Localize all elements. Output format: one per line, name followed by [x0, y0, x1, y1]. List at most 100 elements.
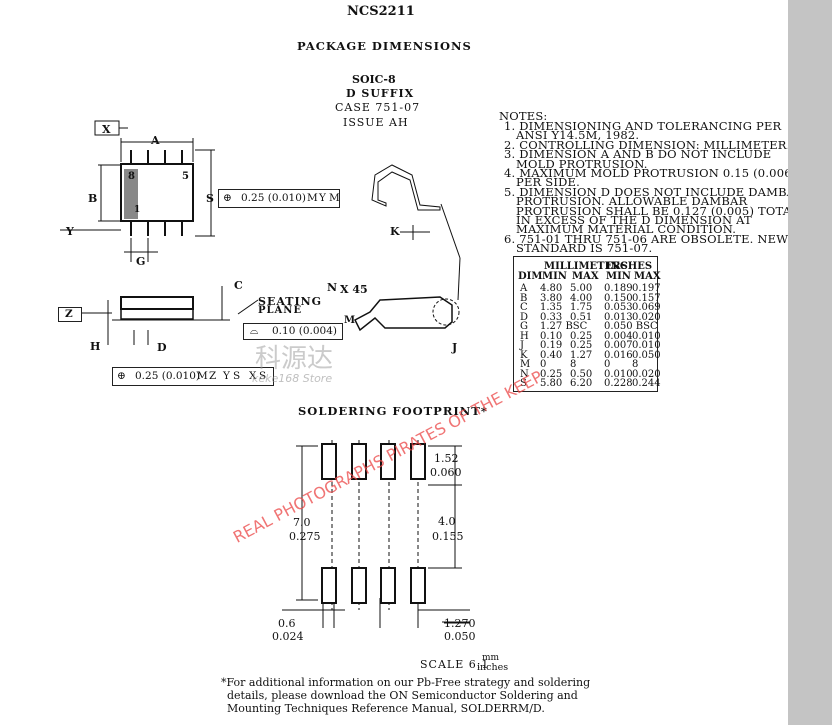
notes-heading: NOTES:: [499, 109, 548, 123]
datum-x-label: X: [102, 123, 111, 136]
bottom-mod-m: M: [197, 370, 208, 382]
table-dim-label: N: [520, 368, 529, 380]
dim-s-label: S: [206, 192, 214, 205]
fp-dim-gap-in: 0.155: [432, 530, 464, 543]
table-group-in: INCHES: [606, 261, 653, 272]
table-cell: 3.80: [540, 292, 563, 304]
table-cell: 4.00: [570, 292, 593, 304]
datum-y-label: Y: [66, 225, 74, 238]
section-title: PACKAGE DIMENSIONS: [297, 39, 472, 53]
table-cell: 6.20: [570, 378, 593, 389]
table-col-dim: DIM: [518, 271, 543, 282]
package-name: SOIC-8: [352, 73, 396, 86]
dim-k-label: K: [390, 225, 400, 238]
note-line: PER SIDE.: [516, 175, 580, 190]
table-cell: 0.50: [570, 368, 593, 380]
scale-unit-bottom: inches: [477, 662, 509, 673]
datum-z-label: Z: [65, 308, 73, 320]
table-cell: 0.51: [570, 311, 593, 323]
table-dim-label: C: [520, 302, 528, 313]
bottom-datum-y: Y: [223, 370, 230, 382]
dim-b-label: B: [88, 192, 98, 205]
flatness-value: 0.10 (0.004): [272, 325, 337, 337]
note-line: MOLD PROTRUSION.: [516, 156, 648, 171]
position-symbol-icon: ⊕: [223, 192, 232, 204]
chinese-watermark: 科源达: [255, 344, 334, 374]
dimension-table: MILLIMETERS INCHES DIM MIN MAX MIN MAX A…: [513, 256, 661, 392]
table-cell: 1.35: [540, 302, 563, 313]
top-view-body: [120, 163, 194, 222]
note-line: PROTRUSION SHALL BE 0.127 (0.005) TOTAL: [516, 203, 800, 218]
dim-a-label: A: [151, 134, 160, 147]
flatness-frame: ⌓ 0.10 (0.004): [243, 323, 343, 340]
flatness-symbol-icon: ⌓: [250, 325, 259, 337]
fp-dim-pitch-in: 0.050: [444, 630, 476, 643]
chamfer-label: X 45: [340, 283, 368, 296]
dim-n-label: N: [327, 281, 338, 294]
fp-dim-pad-length-in: 0.060: [430, 466, 462, 479]
table-dim-label: G: [520, 321, 528, 332]
footprint-pad: [380, 567, 396, 604]
table-dim-label: D: [520, 311, 529, 323]
package-issue: ISSUE AH: [343, 116, 409, 129]
package-case: CASE 751-07: [335, 101, 421, 114]
table-cell: 0.197: [632, 283, 661, 294]
package-suffix: D SUFFIX: [346, 87, 415, 100]
note-line: ANSI Y14.5M, 1982.: [516, 128, 640, 143]
footprint-pad: [321, 443, 337, 480]
bottom-tolerance-frame: ⊕ 0.25 (0.010) M Z Y S X S: [112, 367, 274, 386]
table-cell: 1.27 BSC: [540, 321, 588, 332]
footprint-title: SOLDERING FOOTPRINT*: [298, 404, 488, 418]
bottom-mod-s2: S: [259, 370, 267, 382]
fp-dim-pad-length-mm: 1.52: [434, 452, 459, 465]
table-cell: 0.19: [540, 340, 563, 351]
dim-g-label: G: [136, 255, 146, 268]
table-dim-label: B: [520, 292, 528, 304]
footprint-pad: [351, 567, 367, 604]
table-cell: 0.050: [632, 349, 661, 361]
footnote-line-1: *For additional information on our Pb-Fr…: [221, 676, 591, 689]
tolerance-datum-y: Y: [319, 192, 326, 204]
fp-dim-overall-in: 0.275: [289, 530, 321, 543]
note-line: STANDARD IS 751-07.: [516, 241, 653, 256]
table-dim-label: S: [520, 378, 527, 389]
note-line: 4. MAXIMUM MOLD PROTRUSION 0.15 (0.006): [504, 166, 797, 180]
note-line: 3. DIMENSION A AND B DO NOT INCLUDE: [504, 147, 772, 162]
pin5-label: 5: [182, 171, 189, 182]
note-line: IN EXCESS OF THE D DIMENSION AT: [516, 213, 752, 227]
table-cell: 5.80: [540, 378, 563, 389]
store-watermark: keke168 Store: [252, 372, 333, 385]
table-cell: 8: [570, 359, 577, 370]
table-cell: 0.189: [604, 283, 633, 294]
table-cell: 0.10: [540, 330, 563, 342]
part-number: NCS2211: [347, 4, 415, 19]
fp-dim-overall-mm: 7.0: [293, 516, 311, 529]
note-line: 5. DIMENSION D DOES NOT INCLUDE DAMBAR: [504, 184, 805, 199]
table-group-mm: MILLIMETERS: [544, 261, 628, 272]
tolerance-value: 0.25 (0.010): [241, 192, 306, 204]
footnote-line-3: Mounting Techniques Reference Manual, SO…: [227, 702, 545, 715]
plane-label: PLANE: [258, 305, 303, 316]
table-cell: 0.069: [632, 302, 661, 313]
footprint-pad: [321, 567, 337, 604]
tolerance-mod-m: M: [307, 192, 318, 204]
table-col-mm-max: MAX: [572, 271, 599, 282]
fp-dim-pitch-mm: 1.270: [444, 617, 476, 630]
scrollbar[interactable]: [788, 0, 832, 725]
scale-label: SCALE 6:1: [420, 658, 490, 671]
table-cell: 1.75: [570, 302, 593, 313]
fp-dim-pad-width-in: 0.024: [272, 630, 304, 643]
note-line: PROTRUSION. ALLOWABLE DAMBAR: [516, 194, 748, 209]
table-col-in-min: MIN: [606, 271, 631, 282]
position-tolerance-frame: ⊕ 0.25 (0.010) M Y M: [218, 189, 340, 208]
bottom-mod-s: S: [233, 370, 241, 382]
table-cell: 0.016: [604, 349, 633, 361]
note-line: MAXIMUM MATERIAL CONDITION.: [516, 222, 737, 237]
table-cell: 0.228: [604, 378, 633, 389]
pin1-label: 1: [134, 205, 141, 215]
table-cell: 0.244: [632, 378, 661, 389]
pin8-label: 8: [128, 171, 135, 182]
table-cell: 0.157: [632, 292, 661, 304]
table-cell: 0.010: [604, 368, 633, 380]
